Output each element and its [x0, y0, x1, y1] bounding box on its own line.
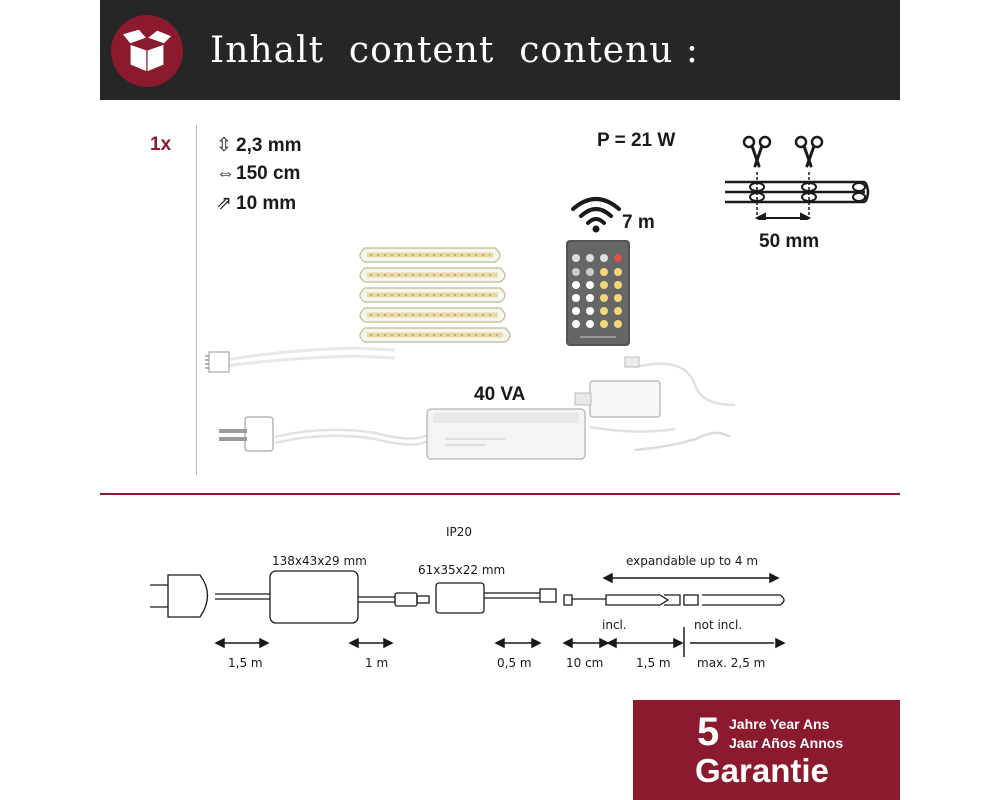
wiring-schematic: [140, 565, 800, 670]
spec-width-value: 10 mm: [236, 193, 297, 214]
spec-length-value: 150 cm: [236, 163, 301, 184]
page-title: Inhalt content contenu :: [210, 30, 699, 71]
width-arrow-icon: ⇗: [216, 193, 232, 214]
vertical-divider: [196, 125, 197, 475]
height-arrow-icon: ⇳: [216, 135, 232, 156]
length-label-extension: max. 2,5 m: [697, 656, 766, 670]
scissors-icon: [742, 135, 772, 168]
driver-rating: 40 VA: [474, 384, 526, 405]
power-supply-image: [215, 355, 736, 480]
guarantee-badge: 5 Jahre Year Ans Jaar Años Annos Garanti…: [633, 700, 900, 800]
driver-dimensions: 138x43x29 mm: [272, 554, 367, 568]
guarantee-line1: Jahre Year Ans: [729, 716, 830, 732]
spec-length: ⇔150 cm: [216, 163, 300, 185]
cut-diagram: [725, 130, 875, 225]
included-label: incl.: [602, 618, 627, 632]
header-bar: [100, 0, 900, 100]
led-strip-image: [205, 238, 515, 383]
length-label-plug: 1,5 m: [228, 656, 263, 670]
not-included-label: not incl.: [694, 618, 743, 632]
spec-height-value: 2,3 mm: [236, 135, 302, 156]
ip-rating: IP20: [446, 525, 473, 539]
expandable-label: expandable up to 4 m: [626, 554, 759, 568]
guarantee-years: 5: [697, 710, 720, 754]
spec-height: ⇳2,3 mm: [216, 134, 301, 157]
length-label-driver: 1 m: [365, 656, 389, 670]
box-icon: [110, 14, 184, 88]
guarantee-line2: Jaar Años Annos: [729, 735, 844, 751]
guarantee-label: Garantie: [695, 752, 829, 789]
length-label-controller: 0,5 m: [497, 656, 532, 670]
length-label-lead: 10 cm: [566, 656, 604, 670]
spec-width: ⇗10 mm: [216, 192, 296, 215]
length-arrow-icon: ⇔: [216, 163, 235, 184]
section-divider: [100, 493, 900, 495]
remote-control-image: [566, 240, 630, 351]
controller-dimensions: 61x35x22 mm: [418, 563, 506, 577]
cut-interval: 50 mm: [759, 231, 820, 252]
wireless-icon: [568, 194, 624, 234]
length-label-strip: 1,5 m: [636, 656, 671, 670]
power-label: P = 21 W: [597, 130, 676, 151]
quantity-label: 1x: [150, 134, 172, 155]
remote-range: 7 m: [622, 212, 655, 233]
